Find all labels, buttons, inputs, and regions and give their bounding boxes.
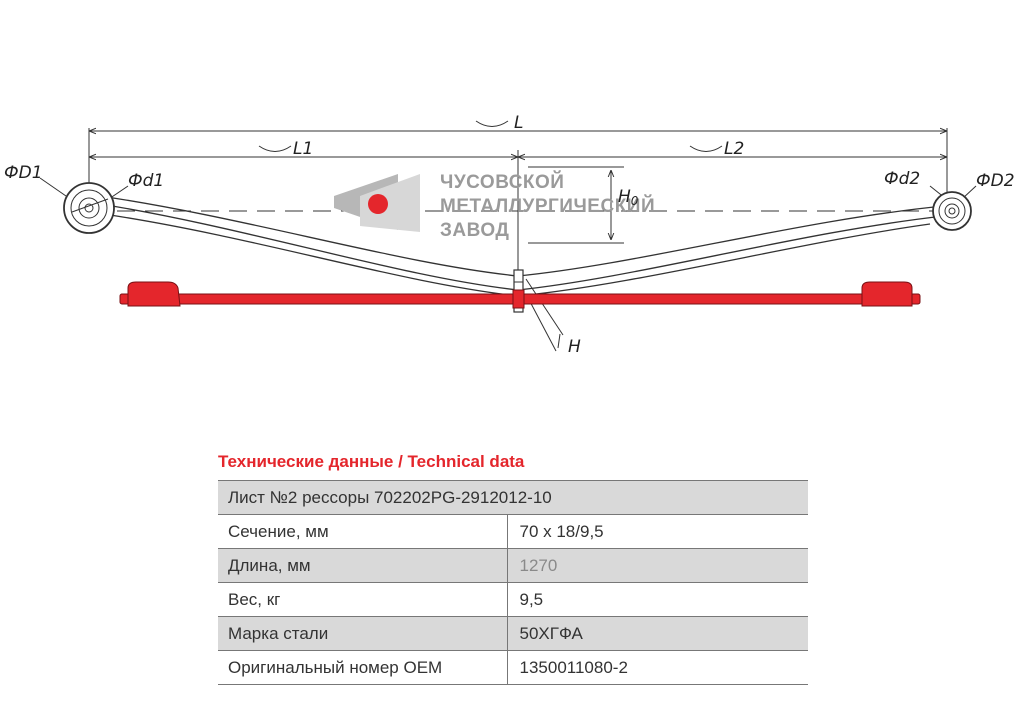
dimension-lines [39,120,977,352]
label-L1: L1 [293,139,313,159]
label-D1: ФD1 [4,163,43,183]
spec-value: 50ХГФА [507,616,808,651]
spec-header-row: Лист №2 рессоры 702202PG-2912012-10 [218,480,808,515]
spec-label: Сечение, мм [218,514,508,549]
logo-red-dot [368,194,388,214]
watermark-line-1: ЧУСОВСКОЙ [440,171,564,193]
spec-label: Оригинальный номер OEM [218,650,508,685]
spec-value: 1270 [507,548,808,583]
left-spring-eye [63,182,115,234]
watermark-logo: ЧУСОВСКОЙ МЕТАЛЛУРГИЧЕСКИЙ ЗАВОД [334,171,655,241]
table-row: Оригинальный номер OEM 1350011080-2 [218,650,808,685]
label-d2: Фd2 [884,169,920,189]
watermark-line-3: ЗАВОД [440,220,509,241]
right-spring-eye [932,191,972,231]
spec-value: 1350011080-2 [507,650,808,685]
table-row: Вес, кг 9,5 [218,582,808,617]
spec-title: Технические данные / Technical data [218,452,525,471]
label-d1: Фd1 [128,171,164,191]
leaf-spring-drawing: ЧУСОВСКОЙ МЕТАЛЛУРГИЧЕСКИЙ ЗАВОД L L1 L2… [4,113,1015,357]
spec-label: Вес, кг [218,582,508,617]
label-H0: H0 [618,187,639,208]
spec-header: Лист №2 рессоры 702202PG-2912012-10 [218,480,808,515]
label-D2: ФD2 [976,171,1015,191]
table-row: Сечение, мм 70 х 18/9,5 [218,514,808,549]
spec-label: Марка стали [218,616,508,651]
spec-label: Длина, мм [218,548,508,583]
spec-table: Лист №2 рессоры 702202PG-2912012-10 Сече… [218,480,808,685]
label-H: H [568,337,581,357]
label-L: L [514,113,523,133]
spec-value: 9,5 [507,582,808,617]
label-L2: L2 [724,139,744,159]
spring-leaf-red [119,281,921,309]
watermark-line-2: МЕТАЛЛУРГИЧЕСКИЙ [440,195,655,217]
table-row: Длина, мм 1270 [218,548,808,583]
spec-value: 70 х 18/9,5 [507,514,808,549]
table-row: Марка стали 50ХГФА [218,616,808,651]
